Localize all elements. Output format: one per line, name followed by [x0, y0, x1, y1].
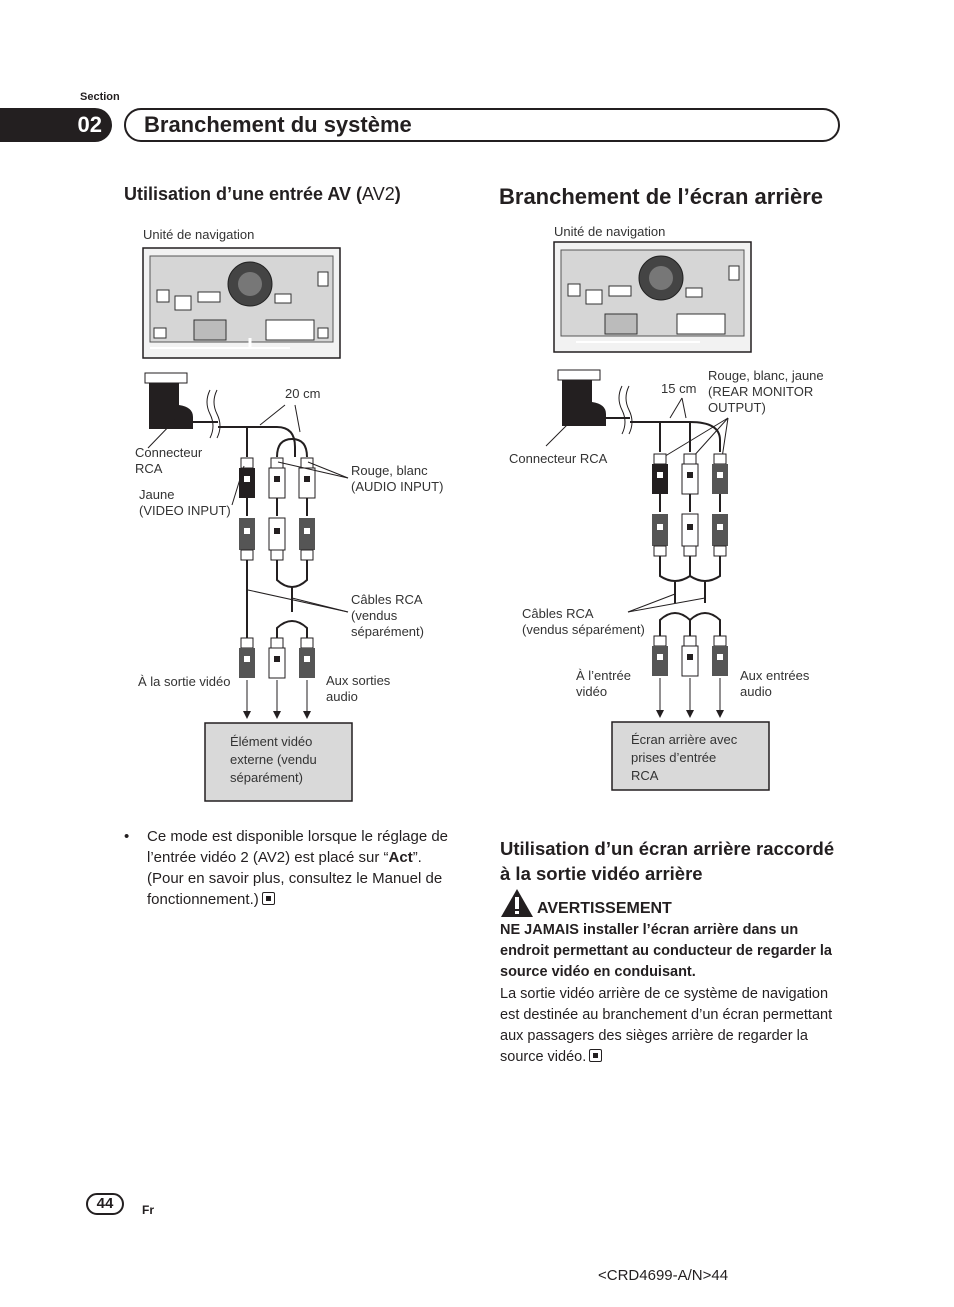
svg-text:RCA: RCA	[135, 461, 163, 476]
section-title: Branchement du système	[124, 108, 840, 142]
svg-text:(vendus séparément): (vendus séparément)	[522, 622, 645, 637]
svg-text:(VIDEO INPUT): (VIDEO INPUT)	[139, 503, 231, 518]
svg-text:prises d’entrée: prises d’entrée	[631, 750, 716, 765]
rear-output-subheading: Utilisation d’un écran arrière raccordé …	[500, 838, 835, 884]
bullet-dot: •	[124, 828, 130, 845]
svg-text:(REAR MONITOR: (REAR MONITOR	[708, 384, 813, 399]
svg-text:20 cm: 20 cm	[285, 386, 320, 401]
svg-text:audio: audio	[740, 684, 772, 699]
svg-text:OUTPUT): OUTPUT)	[708, 400, 766, 415]
rear-display-heading: Branchement de l’écran arrière	[499, 184, 824, 209]
svg-text:séparément): séparément)	[351, 624, 424, 639]
svg-text:(AUDIO INPUT): (AUDIO INPUT)	[351, 479, 443, 494]
av-input-heading: Utilisation d’une entrée AV (AV2)	[124, 184, 401, 204]
warning-bold-text: NE JAMAIS installer l’écran arrière dans…	[500, 922, 832, 980]
language-code: Fr	[142, 1203, 154, 1217]
warning-body-text: La sortie vidéo arrière de ce système de…	[500, 986, 833, 1065]
unit-label: Unité de navigation	[143, 227, 254, 242]
svg-text:(vendus: (vendus	[351, 608, 398, 623]
svg-text:vidéo: vidéo	[576, 684, 607, 699]
warning-icon	[501, 889, 533, 917]
svg-text:Aux sorties: Aux sorties	[326, 673, 391, 688]
navigation-unit	[142, 247, 341, 359]
end-mark-icon	[261, 892, 275, 905]
svg-text:Connecteur: Connecteur	[135, 445, 203, 460]
end-mark-icon	[589, 1049, 603, 1062]
warning-title: AVERTISSEMENT	[537, 900, 672, 917]
av2-note: Ce mode est disponible lorsque le réglag…	[147, 828, 449, 908]
svg-text:Connecteur RCA: Connecteur RCA	[509, 451, 608, 466]
svg-text:Unité de navigation: Unité de navigation	[554, 224, 665, 239]
rear-display-box	[611, 721, 770, 791]
svg-text:Aux entrées: Aux entrées	[740, 668, 810, 683]
svg-text:externe (vendu: externe (vendu	[230, 752, 317, 767]
section-number-badge: 02	[0, 108, 112, 142]
svg-text:À la sortie vidéo: À la sortie vidéo	[138, 674, 231, 689]
rear-display-diagram: Unité de navigation 15 cm Rouge, blanc, …	[509, 224, 824, 791]
svg-text:Jaune: Jaune	[139, 487, 174, 502]
page-number: 44	[86, 1193, 124, 1215]
av-input-diagram: Unité de navigation 20 cm	[135, 227, 443, 802]
navigation-unit	[553, 241, 752, 353]
svg-text:RCA: RCA	[631, 768, 659, 783]
svg-text:Écran arrière avec: Écran arrière avec	[631, 732, 738, 747]
external-video-unit-box	[204, 722, 353, 802]
svg-text:Rouge, blanc: Rouge, blanc	[351, 463, 428, 478]
section-label: Section	[80, 91, 120, 103]
svg-text:audio: audio	[326, 689, 358, 704]
svg-text:À l’entrée: À l’entrée	[576, 668, 631, 683]
svg-text:Câbles RCA: Câbles RCA	[522, 606, 594, 621]
svg-text:Câbles RCA: Câbles RCA	[351, 592, 423, 607]
svg-text:séparément): séparément)	[230, 770, 303, 785]
svg-text:Élément vidéo: Élément vidéo	[230, 734, 312, 749]
svg-text:15 cm: 15 cm	[661, 381, 696, 396]
svg-text:Rouge, blanc, jaune: Rouge, blanc, jaune	[708, 368, 824, 383]
document-code: <CRD4699-A/N>44	[598, 1267, 729, 1284]
